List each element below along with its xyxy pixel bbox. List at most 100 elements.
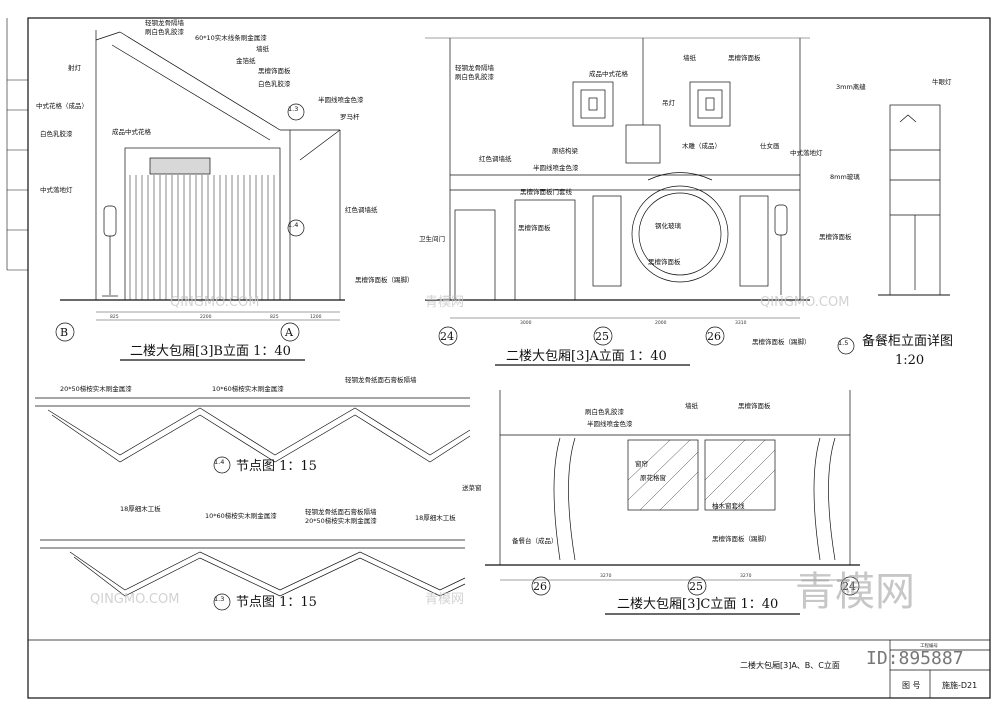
a-label-1: 轻钢龙骨隔墙 — [455, 63, 495, 72]
a-label-18: 黑檀饰面板（踢脚） — [752, 337, 811, 346]
b-axis-right: A — [284, 326, 294, 339]
b-label-11: 中式花格（成品） — [36, 101, 88, 110]
a-label-10: 木雕（成品） — [682, 141, 721, 150]
a-dim-3: 3310 — [735, 320, 747, 326]
wm-brand: 青模网 — [795, 569, 915, 615]
b-label-6: 金箔纸 — [236, 56, 256, 65]
drawing-number: 施施-D21 — [942, 680, 977, 690]
n14-label-3: 10*60梯桉实木刷金属漆 — [212, 384, 284, 393]
title-block-text: 二楼大包厢[3]A、B、C立面 工程编号 图 号 施施-D21 — [740, 642, 977, 690]
a-label-14: 卫生间门 — [419, 234, 445, 243]
a-label-2: 刷白色乳胶漆 — [455, 72, 495, 81]
b-label-9: 半圆线喷金色漆 — [318, 95, 364, 104]
b-dim-4: 1200 — [310, 314, 322, 320]
b-callout-top: 1.3 — [288, 105, 298, 113]
b-dim-1: 825 — [110, 314, 119, 320]
a-label-9: 半圆线喷金色漆 — [533, 163, 579, 172]
a-title: 二楼大包厢[3]A立面 1：40 — [506, 349, 667, 364]
cabinet-detail-labels: 3mm离缝 牛眼灯 8mm玻璃 黑檀饰面板 1.5 备餐柜立面详图 1:20 — [819, 77, 953, 368]
a-label-12: 黑檀饰面板门套线 — [520, 187, 573, 196]
b-label-2: 刷白色乳胶漆 — [145, 27, 185, 36]
cabinet-detail — [878, 104, 950, 296]
c-axis-mid: 25 — [689, 580, 703, 593]
c-label-3: 刷白色乳胶漆 — [585, 407, 625, 416]
a-dim-1: 3000 — [520, 320, 532, 326]
a-label-7: 原结构梁 — [552, 146, 579, 155]
n13-label-3: 轻钢龙骨纸面石膏板隔墙 — [305, 507, 377, 516]
a-label-17: 黑檀饰面板 — [648, 257, 681, 266]
b-axis-left: B — [60, 326, 68, 339]
b-label-8: 白色乳胶漆 — [258, 79, 291, 88]
a-label-11: 仕女画 — [760, 141, 780, 150]
n13-label-4: 20*50梯桉实木刷金属漆 — [305, 516, 377, 525]
wm-small-3: QINGMO.COM — [90, 592, 179, 607]
n13-label-2: 10*60梯桉实木刷金属漆 — [205, 511, 277, 520]
a-axis-left: 24 — [440, 330, 454, 343]
a-label-15: 黑檀饰面板 — [518, 223, 551, 232]
cab-label-3: 8mm玻璃 — [830, 172, 860, 181]
wm-small-cn-1: 青模网 — [425, 295, 464, 310]
wm-small-2: QINGMO.COM — [170, 295, 259, 310]
cab-label-2: 牛眼灯 — [932, 77, 952, 86]
node-detail-13-labels: 18厚细木工板 10*60梯桉实木刷金属漆 轻钢龙骨纸面石膏板隔墙 20*50梯… — [120, 504, 456, 611]
cab-callout: 1.5 — [838, 339, 848, 347]
node-detail-14 — [35, 397, 471, 463]
b-label-4: 射灯 — [68, 63, 82, 72]
n13-title: 节点图 1：15 — [236, 595, 317, 610]
n13-label-5: 18厚细木工板 — [415, 513, 456, 522]
c-label-6: 原花格窗 — [640, 473, 666, 482]
a-dim-2: 2000 — [655, 320, 667, 326]
a-label-6: 吊灯 — [662, 98, 676, 107]
b-label-1: 轻钢龙骨隔墙 — [145, 18, 185, 27]
a-label-8: 红色调墙纸 — [479, 154, 512, 163]
c-label-5: 窗帘 — [635, 459, 649, 468]
c-axis-left: 26 — [533, 580, 547, 593]
a-axis-right: 26 — [707, 330, 721, 343]
wm-small-1: QINGMO.COM — [760, 295, 849, 310]
elevation-b-labels: 轻钢龙骨隔墙 刷白色乳胶漆 60*10实木线条刷金属漆 射灯 墙纸 金箔纸 黑檀… — [36, 18, 414, 361]
c-label-8: 柚木窗套线 — [712, 501, 745, 510]
a-label-13: 中式落地灯 — [790, 148, 823, 157]
b-dim-3: 825 — [270, 314, 279, 320]
c-label-2: 黑檀饰面板 — [738, 401, 771, 410]
b-label-15: 红色调墙纸 — [345, 205, 378, 214]
c-axis-right: 24 — [842, 580, 856, 593]
b-label-14: 中式落地灯 — [40, 185, 73, 194]
b-label-7: 黑檀饰面板 — [258, 66, 291, 75]
elevation-c-labels: 墙纸 黑檀饰面板 刷白色乳胶漆 半圆线喷金色漆 窗帘 原花格窗 送菜窗 柚木窗套… — [462, 401, 860, 615]
tb-header-small: 工程编号 — [920, 642, 938, 649]
elevation-a — [425, 37, 810, 319]
c-dim-2: 3270 — [740, 573, 752, 579]
sheet-border — [27, 17, 991, 699]
c-label-9: 备餐台（成品） — [512, 536, 558, 545]
sheet-title: 二楼大包厢[3]A、B、C立面 — [740, 660, 840, 670]
c-title: 二楼大包厢[3]C立面 1：40 — [617, 597, 778, 612]
b-label-10: 罗马杆 — [340, 112, 360, 121]
tb-label-tuhao: 图 号 — [902, 681, 921, 690]
node-detail-14-labels: 轻钢龙骨纸面石膏板隔墙 20*50梯桉实木刷金属漆 10*60梯桉实木刷金属漆 … — [60, 375, 417, 474]
cab-title: 备餐柜立面详图 — [862, 333, 953, 349]
b-callout-mid: 1.4 — [288, 221, 298, 229]
title-block — [28, 639, 990, 698]
n14-label-2: 20*50梯桉实木刷金属漆 — [60, 384, 132, 393]
cab-scale: 1:20 — [895, 353, 924, 368]
wm-id: ID:895887 — [866, 648, 964, 669]
c-label-1: 墙纸 — [685, 401, 699, 410]
b-dim-2: 2200 — [200, 314, 212, 320]
elevation-a-labels: 轻钢龙骨隔墙 刷白色乳胶漆 墙纸 黑檀饰面板 成品中式花格 吊灯 原结构梁 红色… — [419, 53, 823, 366]
elevation-b — [60, 30, 345, 321]
b-label-16: 黑檀饰面板（踢脚） — [355, 275, 414, 284]
wm-small-cn-2: 青模网 — [425, 592, 464, 607]
watermark: 青模网 QINGMO.COM QINGMO.COM QINGMO.COM 青模网… — [90, 295, 964, 669]
b-label-3: 60*10实木线条刷金属漆 — [195, 33, 267, 42]
b-label-5: 墙纸 — [256, 44, 270, 53]
elevation-c — [485, 390, 860, 581]
n13-callout: 1.3 — [214, 595, 224, 603]
cab-label-4: 黑檀饰面板 — [819, 232, 852, 241]
n14-title: 节点图 1：15 — [236, 459, 317, 474]
b-title: 二楼大包厢[3]B立面 1：40 — [130, 344, 291, 359]
c-label-10: 黑檀饰面板（踢脚） — [712, 534, 771, 543]
c-label-4: 半圆线喷金色漆 — [587, 419, 633, 428]
n14-callout: 1.4 — [214, 458, 224, 466]
